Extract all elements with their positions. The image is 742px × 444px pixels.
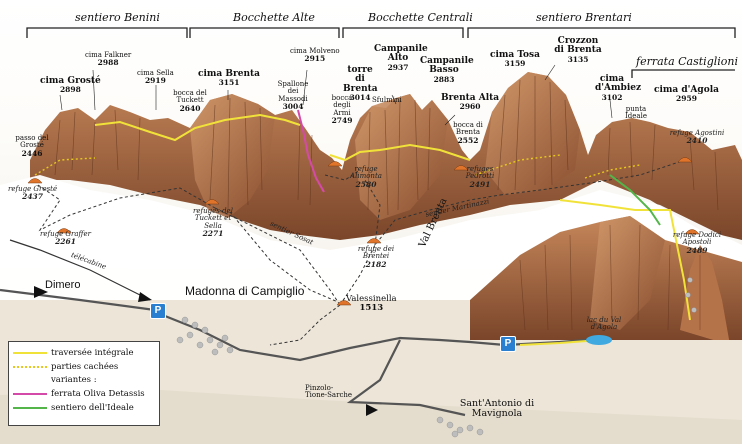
- lower-massif: [470, 216, 742, 345]
- legend-label-detassis: ferrata Oliva Detassis: [51, 389, 145, 399]
- section-benini: sentiero Benini: [75, 11, 160, 24]
- telecabine-line: [9, 239, 151, 301]
- lake: [586, 335, 612, 345]
- footpaths: [37, 159, 686, 346]
- valley-floor: [0, 300, 742, 444]
- legend-swatch-integrale: [13, 352, 47, 354]
- legend-label-variantes: variantes :: [51, 375, 97, 385]
- rock-texture: [54, 76, 719, 216]
- map-legend: traversée intégrale parties cachées vari…: [8, 341, 160, 426]
- telecabine-arrow: [138, 292, 152, 302]
- legend-swatch-cachees: [13, 366, 47, 368]
- town-campiglio: Madonna di Campiglio: [185, 284, 305, 298]
- town-dots: [176, 277, 697, 438]
- legend-row-variantes: variantes :: [13, 375, 97, 385]
- legend-label-cachees: parties cachées: [51, 362, 119, 372]
- road-dimero: Dimero: [45, 279, 81, 291]
- peak-sfulmini: Sfulmini: [372, 96, 402, 104]
- refuge-markers: [27, 157, 700, 306]
- legend-label-ideale: sentiero dell'Ideale: [51, 403, 134, 413]
- legend-row-integrale: traversée intégrale: [13, 348, 134, 358]
- section-brackets: [26, 27, 736, 78]
- ideale-route: [609, 174, 661, 226]
- leader-lines: [59, 64, 613, 126]
- legend-row-ideale: sentiero dell'Ideale: [13, 403, 134, 413]
- lake-label: lac du Val d'Agola: [586, 316, 622, 332]
- legend-label-integrale: traversée intégrale: [51, 348, 134, 358]
- parking-campiglio: P: [150, 303, 166, 319]
- legend-row-detassis: ferrata Oliva Detassis: [13, 389, 145, 399]
- section-centrali: Bocchette Centrali: [368, 11, 473, 24]
- section-brentari: sentiero Brentari: [536, 11, 632, 24]
- legend-swatch-ideale: [13, 407, 47, 409]
- parking-agola: P: [500, 336, 516, 352]
- legend-row-cachees: parties cachées: [13, 362, 118, 372]
- section-castiglioni: ferrata Castiglioni: [636, 55, 738, 68]
- legend-swatch-detassis: [13, 393, 47, 395]
- road-pinzolo: Pinzolo- Tione-Sarche: [305, 384, 353, 400]
- hidden-route: [34, 154, 641, 179]
- road-arrows: [34, 286, 378, 416]
- section-alte: Bocchette Alte: [233, 11, 315, 24]
- detassis-route: [297, 109, 325, 193]
- town-santantonio: Sant'Antonio di Mavignola: [459, 398, 535, 419]
- peak-punta-ideale: punta Ideale: [625, 105, 647, 121]
